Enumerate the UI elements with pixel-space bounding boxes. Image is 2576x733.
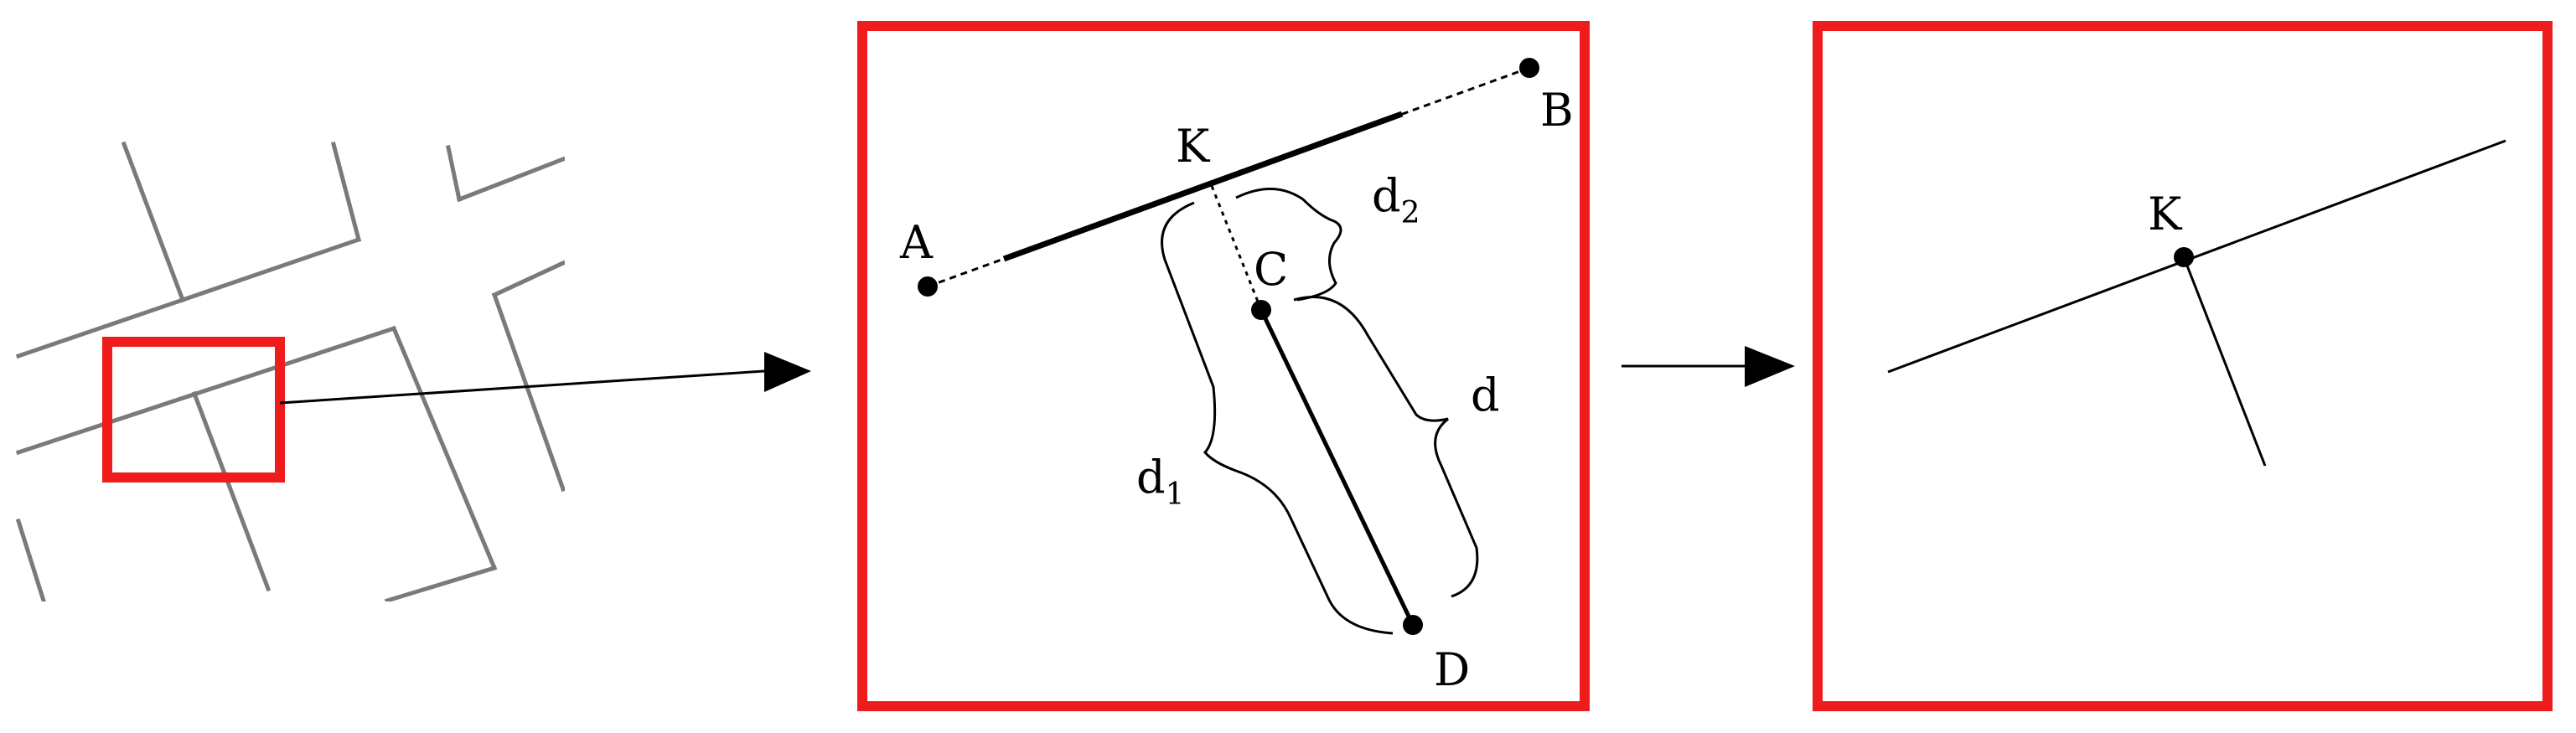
result-connection-kd <box>2182 256 2267 467</box>
street-segment <box>15 325 397 456</box>
segment-cd <box>1259 308 1415 627</box>
zoom-selection-box <box>102 337 285 483</box>
street-segment <box>384 565 498 604</box>
brace-d2 <box>1235 188 1342 302</box>
label-d2: d2 <box>1372 169 1420 230</box>
left-panel-mask-right <box>565 126 590 612</box>
street-segment <box>491 292 566 493</box>
street-segment <box>191 390 272 592</box>
street-network <box>15 141 566 604</box>
street-segment <box>15 297 186 359</box>
point-k-result <box>2174 247 2194 267</box>
street-segment <box>330 141 362 243</box>
right-panel-frame <box>1813 21 2553 711</box>
arrow-right-icon <box>1745 346 1795 387</box>
result-segment-ab <box>1887 139 2506 374</box>
perpendicular-kc-dotted <box>1210 185 1263 311</box>
label-b: B <box>1540 84 1574 137</box>
street-segment <box>456 156 566 203</box>
label-d1-base: d <box>1136 451 1166 503</box>
label-d1-subscript: 1 <box>1166 477 1185 512</box>
left-panel-mask-bottom <box>0 601 587 733</box>
street-segment <box>121 141 186 303</box>
point-a <box>918 276 938 297</box>
label-d2-subscript: 2 <box>1401 196 1420 230</box>
label-k-middle: K <box>1176 120 1211 173</box>
label-d2-base: d <box>1372 169 1401 222</box>
street-segment <box>391 325 498 571</box>
label-d-point: D <box>1434 643 1470 696</box>
label-k-right: K <box>2148 188 2183 240</box>
label-a: A <box>899 216 934 269</box>
street-segment <box>179 236 362 303</box>
point-d <box>1403 615 1423 635</box>
pointer-line <box>279 369 765 405</box>
segment-ab-solid <box>1002 111 1404 262</box>
middle-panel-frame <box>857 21 1590 711</box>
label-d: d <box>1471 369 1500 421</box>
point-b <box>1519 58 1539 78</box>
label-d1: d1 <box>1136 451 1184 512</box>
brace-d1 <box>1161 201 1394 635</box>
arrow-right-icon <box>764 352 811 392</box>
point-c <box>1251 300 1271 320</box>
brace-d <box>1293 296 1479 598</box>
street-segment <box>446 145 462 202</box>
street-segment <box>15 518 47 604</box>
street-segment <box>491 260 566 298</box>
label-c: C <box>1254 243 1288 296</box>
